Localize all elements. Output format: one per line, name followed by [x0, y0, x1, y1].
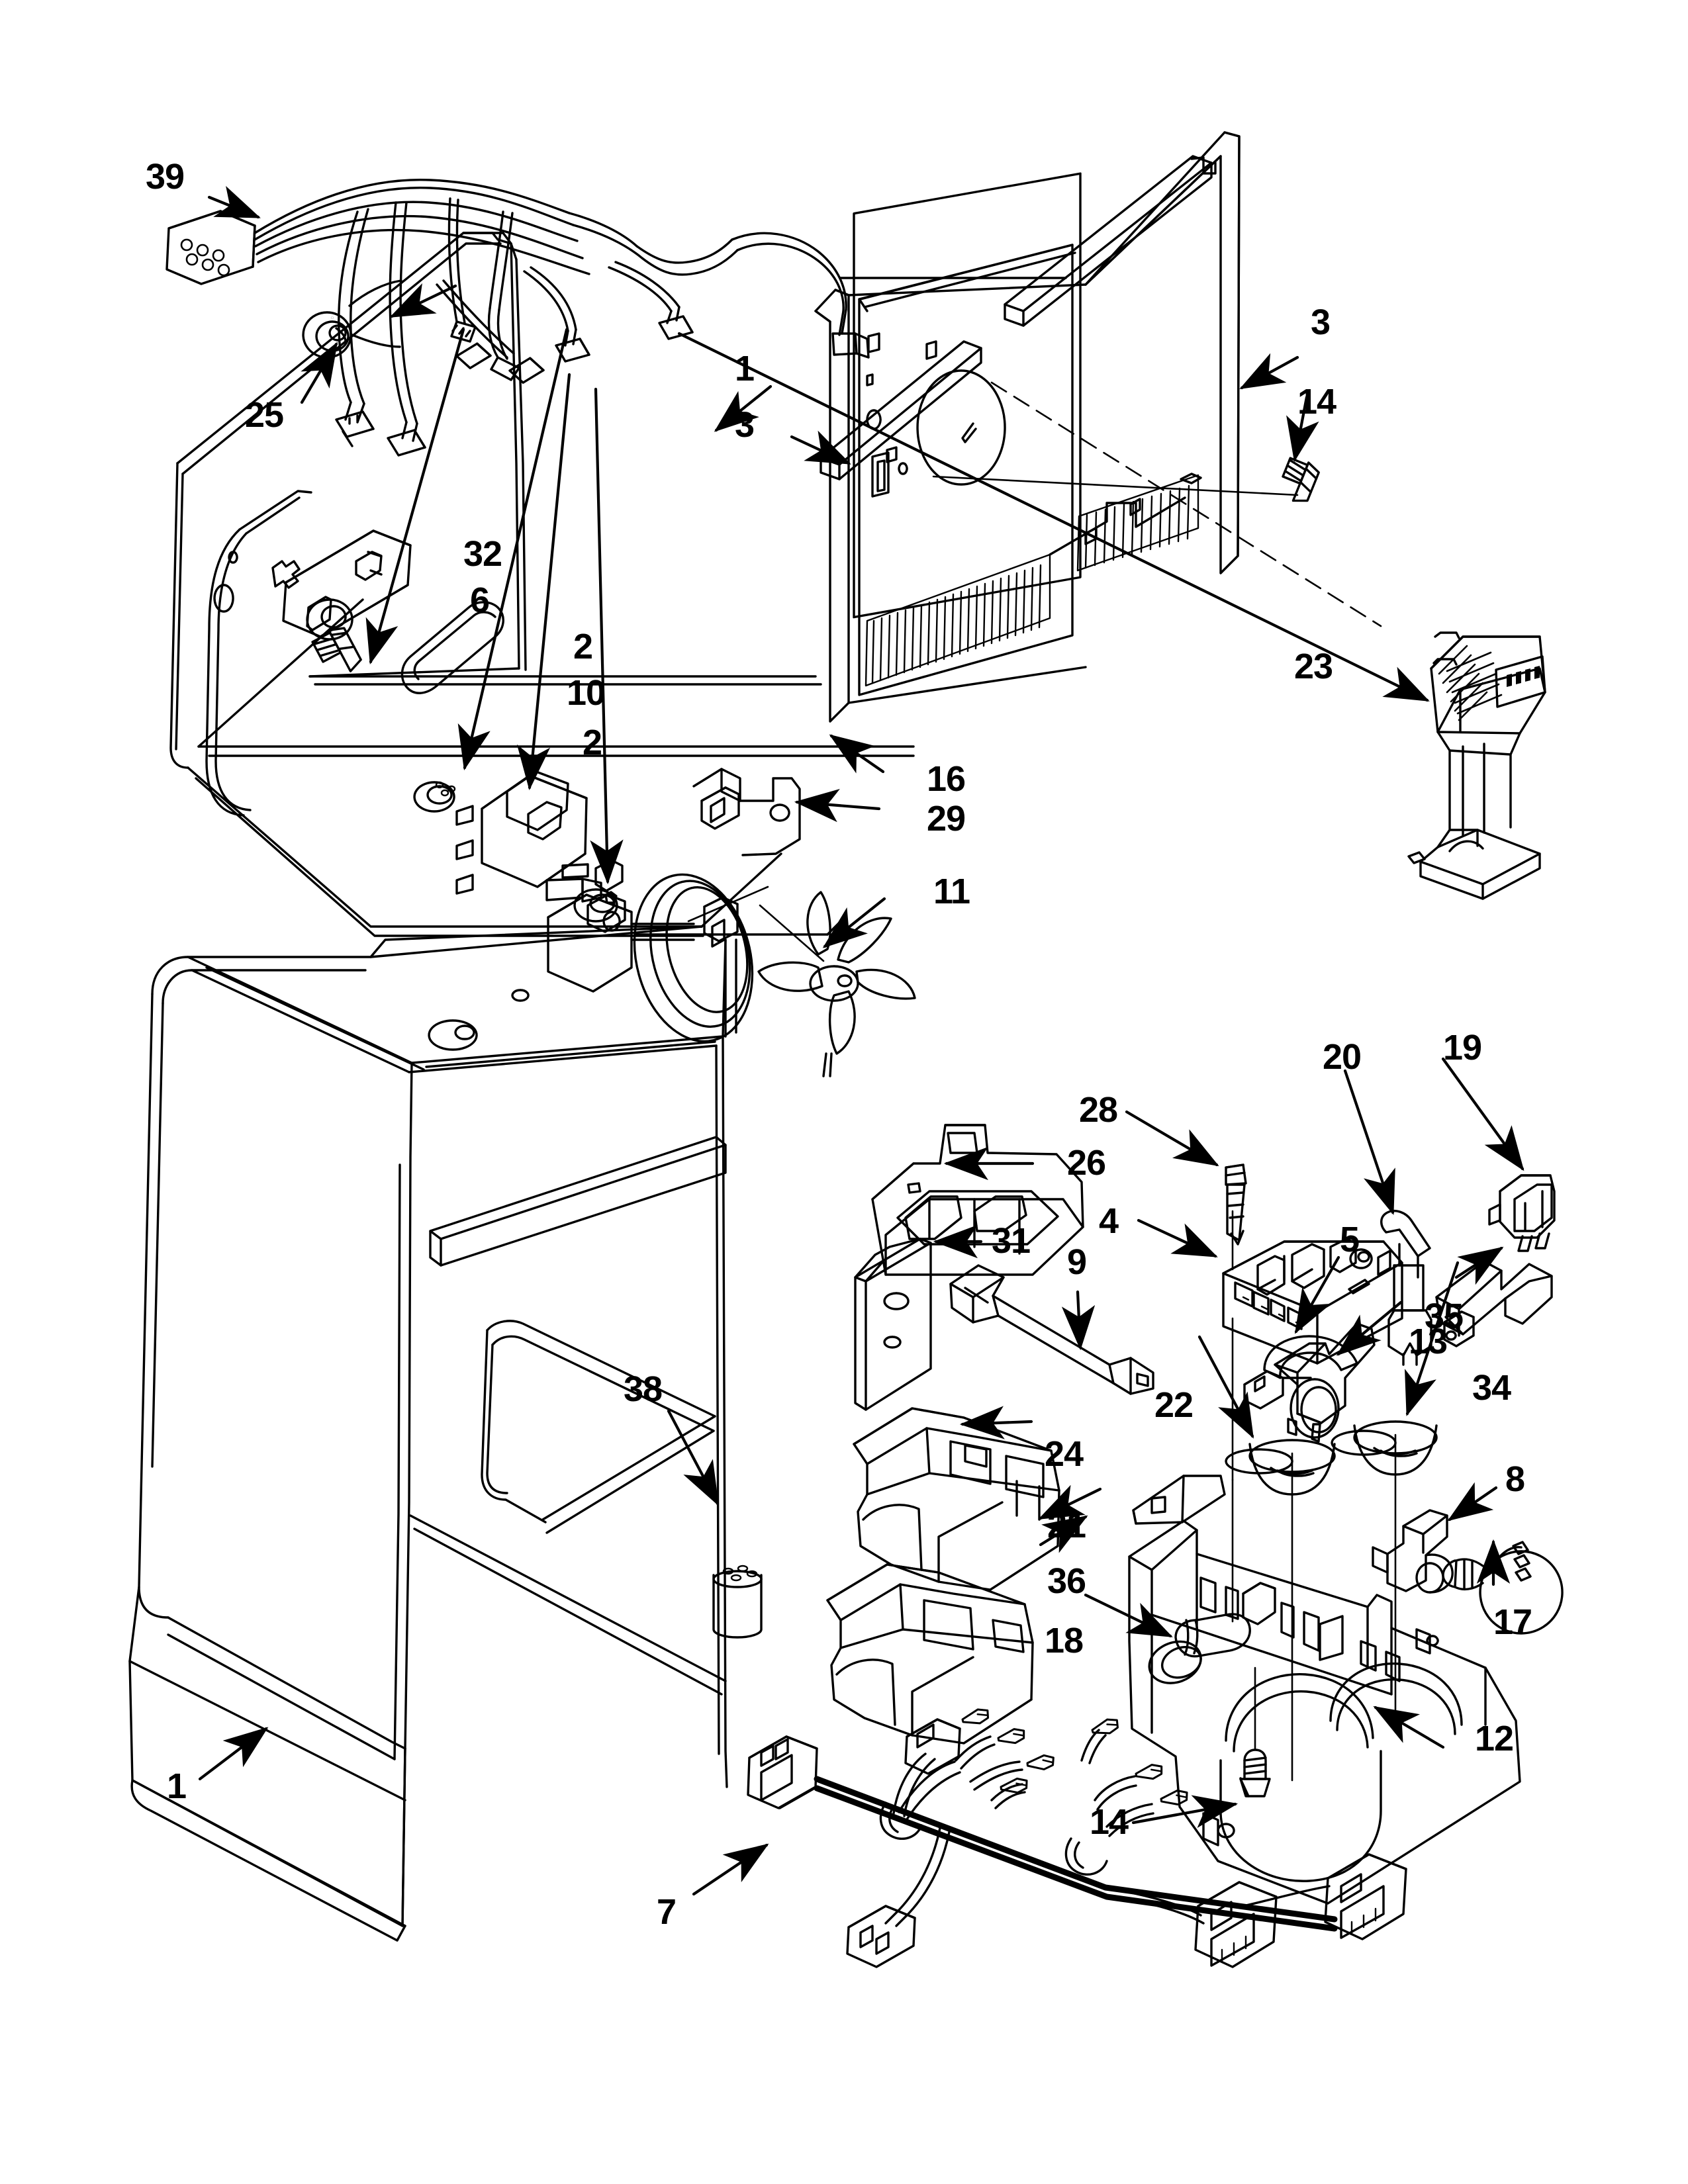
callout-20: 20 [1323, 1037, 1362, 1077]
callout-28: 28 [1079, 1090, 1118, 1130]
cabinet-liner-upper [169, 232, 915, 937]
leader-18 [1084, 1593, 1173, 1638]
rear-panel-art [814, 131, 1382, 723]
leader-28 [1125, 1110, 1219, 1167]
callout-39: 39 [146, 157, 185, 197]
callout-18: 18 [1045, 1621, 1084, 1661]
callout-6: 6 [470, 580, 490, 620]
callout-13: 13 [1409, 1322, 1448, 1361]
callout-2-upper: 2 [573, 627, 593, 666]
callout-19: 19 [1443, 1028, 1482, 1068]
lamp-socket-bracket-art [1243, 1322, 1376, 1443]
leader-2b [590, 387, 624, 885]
callout-35: 35 [1425, 1297, 1464, 1336]
leader-3b [1239, 353, 1299, 390]
wire-connector-clip-art [1488, 1174, 1556, 1252]
leader-14b [1131, 1795, 1239, 1829]
callout-38: 38 [624, 1369, 663, 1409]
callout-24: 24 [1045, 1434, 1084, 1474]
hinge-bracket-art [282, 529, 412, 672]
thermostat-control-art [400, 601, 618, 923]
leader-32 [389, 283, 457, 318]
callout-11: 11 [933, 872, 970, 911]
leader-20 [1343, 1069, 1395, 1215]
callout-7: 7 [657, 1892, 677, 1932]
leader-22 [1197, 1335, 1254, 1439]
leader-38 [667, 1409, 720, 1506]
callout-2-lower: 2 [583, 723, 602, 762]
leader-24 [959, 1406, 1033, 1439]
callout-21: 21 [1047, 1506, 1086, 1545]
callout-14-lower: 14 [1090, 1802, 1129, 1842]
callout-29: 29 [927, 799, 966, 839]
callout-25: 25 [245, 395, 284, 435]
callout-32: 32 [463, 534, 502, 574]
fan-assembly-art [547, 768, 916, 1077]
leader-14a [1286, 395, 1319, 463]
leader-21 [1038, 1484, 1102, 1520]
leader-12 [1373, 1706, 1445, 1749]
callout-5: 5 [1340, 1220, 1360, 1259]
leader-25 [300, 341, 338, 404]
leader-39 [207, 185, 261, 219]
callout-1-upper: 1 [735, 349, 755, 388]
leader-1b [198, 1727, 269, 1781]
leader-19 [1441, 1057, 1524, 1171]
callout-14-upper: 14 [1297, 382, 1336, 422]
callout-34: 34 [1472, 1368, 1511, 1408]
lower-housing-base-art [1128, 1433, 1564, 1905]
callout-1-lower: 1 [167, 1766, 187, 1806]
leader-13 [1336, 1300, 1403, 1356]
leader-36 [1039, 1515, 1088, 1553]
leader-1a [714, 385, 773, 432]
leader-3a [790, 430, 851, 465]
air-duct-upper-art [853, 1407, 1060, 1591]
drain-trough-arm-art [949, 1264, 1154, 1395]
leader-35 [1454, 1246, 1504, 1285]
callout-4: 4 [1099, 1201, 1119, 1241]
mounting-plate-art [854, 1238, 932, 1411]
callout-9: 9 [1067, 1242, 1087, 1282]
callout-23: 23 [1294, 647, 1333, 686]
leader-7 [692, 1843, 769, 1896]
callout-10: 10 [567, 673, 606, 713]
light-shield-art [871, 1124, 1084, 1276]
lower-wire-harness-art [747, 1666, 1407, 1968]
grommet-seals-art [1225, 1420, 1438, 1496]
air-duct-lower-art [826, 1563, 1034, 1745]
leader-11 [822, 897, 886, 948]
callout-36: 36 [1047, 1561, 1086, 1601]
leader-9 [1061, 1290, 1096, 1351]
callout-26: 26 [1067, 1143, 1106, 1183]
leader-8 [1447, 1482, 1498, 1522]
cabinet-lower-art [128, 925, 737, 1942]
callout-17: 17 [1493, 1602, 1532, 1642]
leader-4 [1137, 1218, 1218, 1258]
leader-10 [516, 373, 571, 791]
callout-16: 16 [927, 759, 966, 799]
leader-2a [457, 328, 569, 771]
callout-3-right: 3 [1311, 302, 1331, 342]
valve-linkage-art [1380, 1209, 1553, 1366]
callout-22: 22 [1154, 1385, 1194, 1425]
dispenser-control-art [1407, 631, 1546, 900]
leader-6 [365, 328, 465, 665]
leader-16 [829, 734, 885, 774]
callout-8: 8 [1505, 1459, 1525, 1499]
leader-34 [1405, 1261, 1460, 1416]
callout-3-left: 3 [735, 405, 755, 445]
leader-5 [1294, 1255, 1340, 1334]
callout-31: 31 [992, 1221, 1031, 1261]
callout-12: 12 [1475, 1719, 1514, 1758]
leader-23 [677, 332, 1430, 702]
leader-29 [794, 788, 881, 823]
capacitor-cylinder-art [712, 1565, 763, 1639]
